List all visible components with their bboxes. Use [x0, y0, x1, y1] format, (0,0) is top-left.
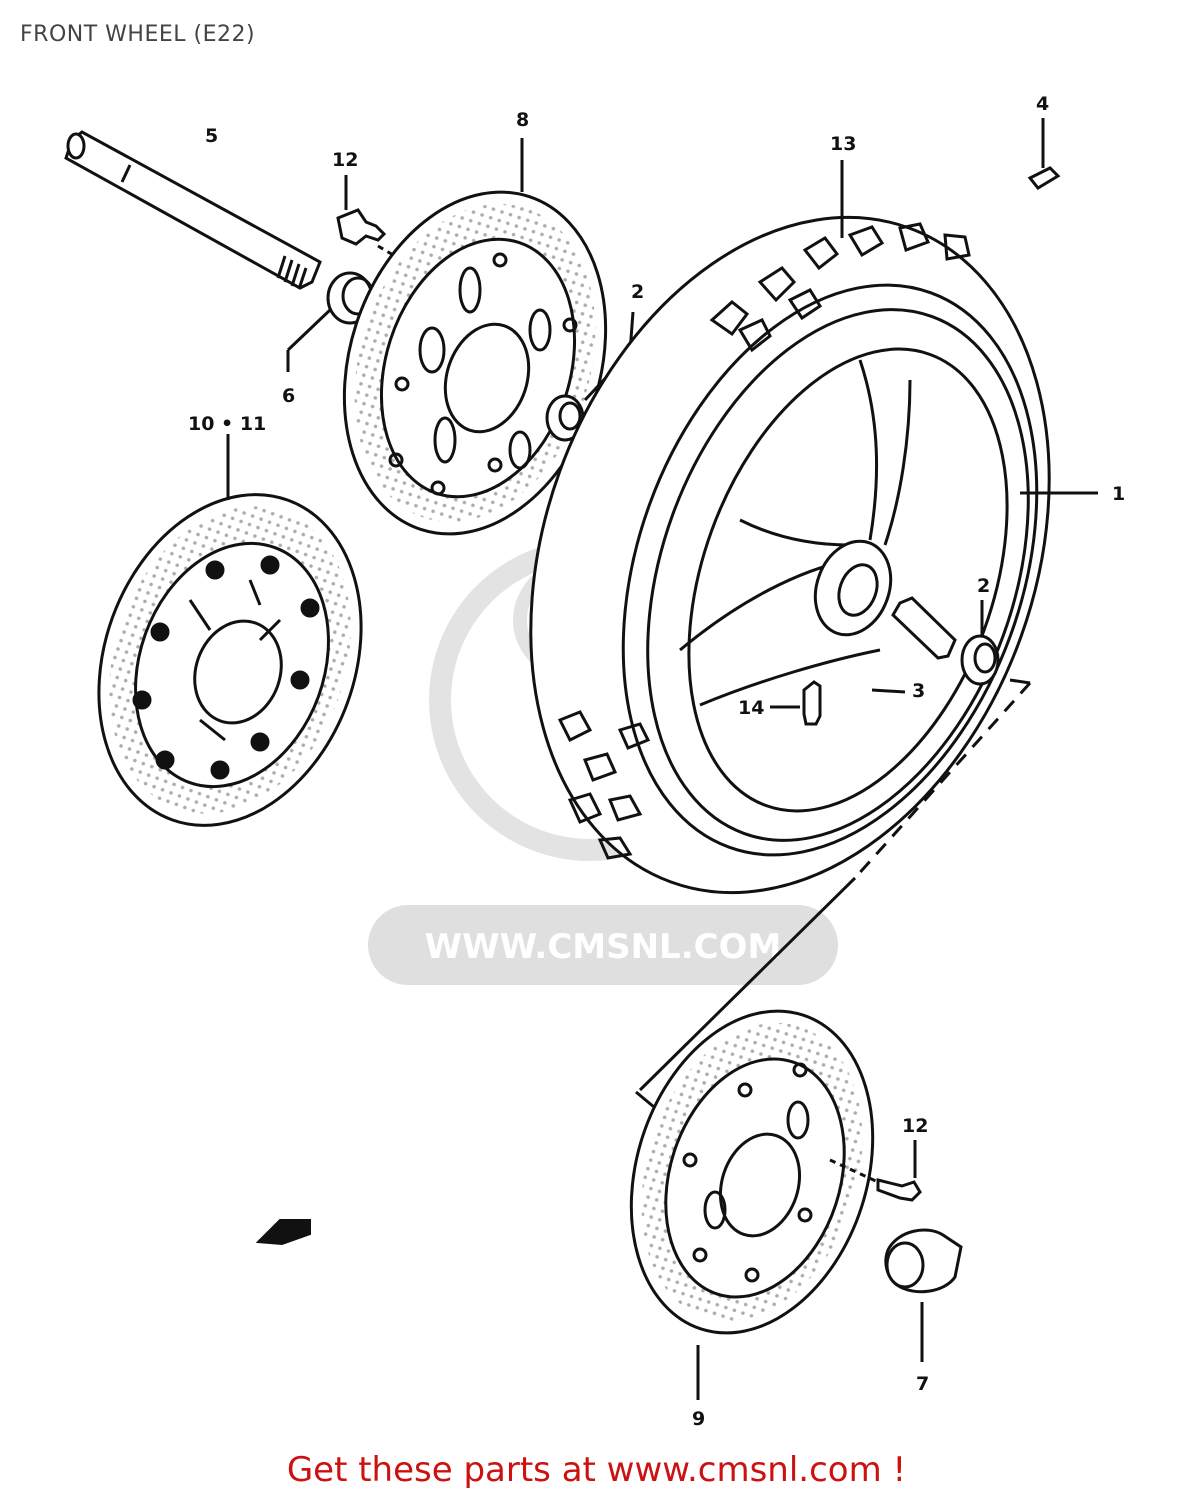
- callout-3: 3: [912, 680, 925, 702]
- callout-14: 14: [738, 697, 764, 719]
- callout-2-upper: 2: [631, 281, 644, 303]
- axle-part-5[interactable]: [64, 130, 322, 290]
- callout-12-top: 12: [332, 149, 358, 171]
- front-arrow-icon: [255, 1219, 311, 1246]
- callout-5: 5: [205, 125, 218, 147]
- bolt-part-12-lower[interactable]: [829, 1140, 922, 1202]
- hub-cap-part-7[interactable]: [884, 1228, 963, 1362]
- assembly-dash-line: [635, 678, 1032, 1114]
- callout-8: 8: [516, 109, 529, 131]
- part-3-line: [871, 688, 906, 694]
- valve-part-14[interactable]: [770, 680, 822, 726]
- callout-13: 13: [830, 133, 856, 155]
- callout-1: 1: [1112, 483, 1125, 505]
- callout-labels: 1 2 2 3 4 5 6 7 8 9 10 • 11 12 12 13 14: [188, 93, 1125, 1430]
- bearing-part-2-right[interactable]: [960, 600, 1000, 686]
- brake-disc-part-8[interactable]: [302, 138, 648, 568]
- wheel-part-1[interactable]: [441, 144, 1139, 966]
- brake-disc-part-10-11[interactable]: [54, 434, 405, 863]
- callout-6: 6: [282, 385, 295, 407]
- callout-10-11: 10 • 11: [188, 413, 266, 435]
- page-title: FRONT WHEEL (E22): [20, 22, 256, 47]
- callout-12-lower: 12: [902, 1115, 928, 1137]
- footer-link[interactable]: Get these parts at www.cmsnl.com !: [286, 1450, 907, 1490]
- callout-9: 9: [692, 1408, 705, 1430]
- callout-2-right: 2: [977, 575, 990, 597]
- callout-4: 4: [1036, 93, 1049, 115]
- watermark-text: WWW.CMSNL.COM: [425, 927, 782, 967]
- key-part-4[interactable]: [1027, 118, 1061, 190]
- brake-disc-part-9[interactable]: [592, 980, 913, 1400]
- callout-7: 7: [916, 1373, 929, 1395]
